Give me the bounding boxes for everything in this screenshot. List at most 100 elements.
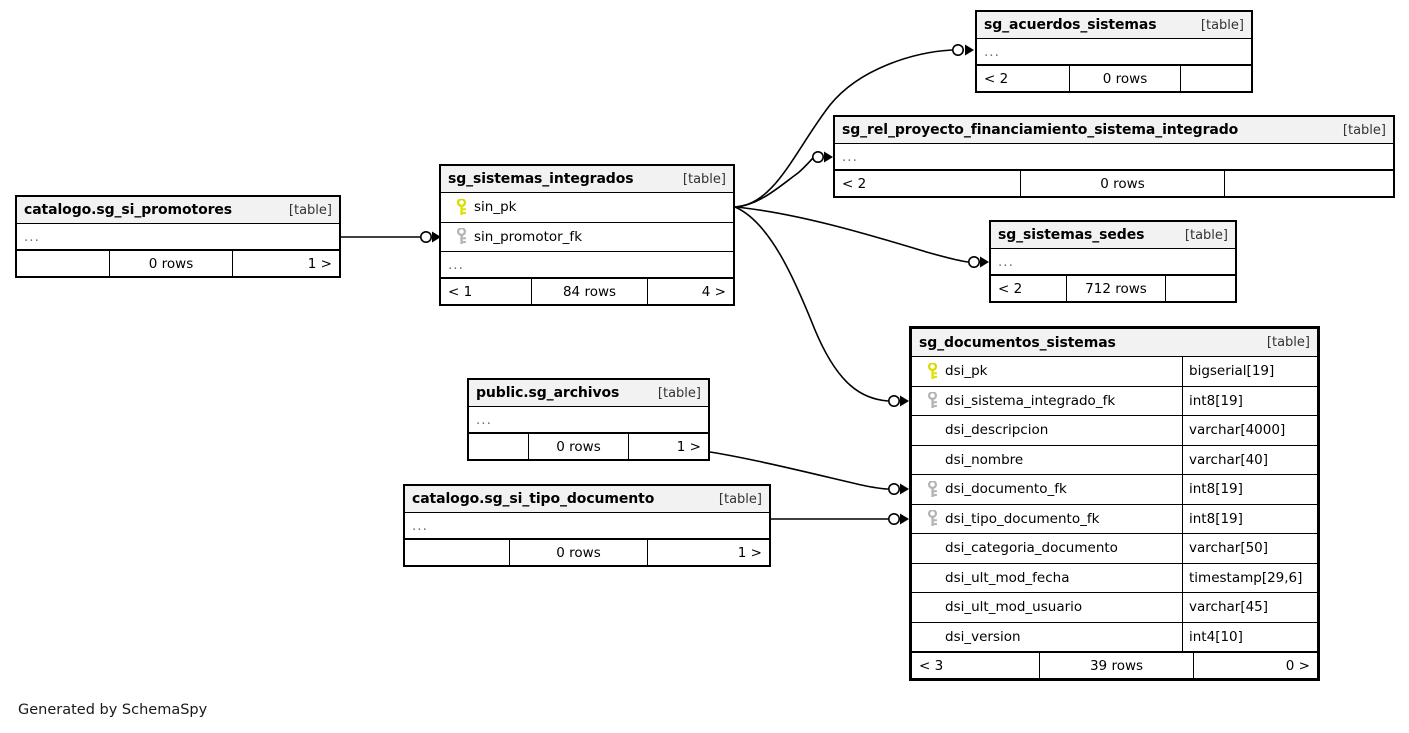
footer-rows: 0 rows bbox=[509, 540, 648, 565]
footer-children bbox=[1225, 171, 1393, 196]
column-cell: dsi_descripcion bbox=[912, 422, 1182, 438]
table-header: catalogo.sg_si_promotores [table] bbox=[17, 197, 339, 224]
endpoint-acuerdos bbox=[951, 43, 974, 56]
table-type-tag: [table] bbox=[1184, 227, 1228, 243]
endpoint-rel-proyecto bbox=[811, 151, 833, 164]
foreign-key-icon bbox=[920, 510, 945, 527]
column-name: dsi_pk bbox=[945, 363, 988, 380]
column-name: sin_promotor_fk bbox=[474, 228, 583, 245]
table-footer: 0 rows 1 > bbox=[17, 250, 339, 276]
table-footer: 0 rows 1 > bbox=[405, 539, 769, 565]
table-name: sg_acuerdos_sistemas bbox=[984, 17, 1157, 33]
table-row[interactable]: dsi_version int4[10] bbox=[912, 622, 1317, 652]
endpoint-sistemas-integrados-fk bbox=[419, 231, 441, 244]
table-sg-acuerdos-sistemas[interactable]: sg_acuerdos_sistemas [table] ... < 2 0 r… bbox=[975, 10, 1253, 93]
footer-parents: < 3 bbox=[919, 657, 944, 674]
table-name: sg_sistemas_integrados bbox=[448, 171, 634, 187]
footer-children bbox=[1166, 276, 1235, 301]
endpoint-documentos-tipo-fk bbox=[887, 512, 909, 525]
columns-ellipsis: ... bbox=[441, 252, 733, 278]
table-row[interactable]: dsi_nombre varchar[40] bbox=[912, 445, 1317, 475]
footer-rows: 39 rows bbox=[1039, 653, 1194, 678]
table-public-sg-archivos[interactable]: public.sg_archivos [table] ... 0 rows 1 … bbox=[467, 378, 710, 461]
table-sg-sistemas-integrados[interactable]: sg_sistemas_integrados [table] sin_pk bbox=[439, 164, 735, 306]
table-sg-documentos-sistemas[interactable]: sg_documentos_sistemas [table] dsi_pk bi… bbox=[909, 326, 1320, 681]
table-type-tag: [table] bbox=[657, 385, 701, 401]
table-type-tag: [table] bbox=[1342, 122, 1386, 138]
table-name: sg_sistemas_sedes bbox=[998, 227, 1145, 243]
table-catalogo-sg-si-promotores[interactable]: catalogo.sg_si_promotores [table] ... 0 … bbox=[15, 195, 341, 278]
table-row[interactable]: dsi_documento_fk int8[19] bbox=[912, 475, 1317, 505]
table-name: sg_rel_proyecto_financiamiento_sistema_i… bbox=[842, 122, 1239, 138]
table-type-tag: [table] bbox=[1266, 335, 1310, 350]
table-sg-sistemas-sedes[interactable]: sg_sistemas_sedes [table] ... < 2 712 ro… bbox=[989, 220, 1237, 303]
table-row[interactable]: dsi_sistema_integrado_fk int8[19] bbox=[912, 386, 1317, 416]
column-cell: dsi_documento_fk bbox=[912, 480, 1182, 498]
table-type-tag: [table] bbox=[682, 171, 726, 187]
table-header: sg_rel_proyecto_financiamiento_sistema_i… bbox=[835, 117, 1393, 144]
table-name: public.sg_archivos bbox=[476, 385, 620, 401]
table-header: sg_sistemas_sedes [table] bbox=[991, 222, 1235, 249]
column-type: int4[10] bbox=[1182, 622, 1317, 651]
column-name: dsi_descripcion bbox=[945, 422, 1049, 439]
table-header: sg_sistemas_integrados [table] bbox=[441, 166, 733, 193]
table-name: catalogo.sg_si_promotores bbox=[24, 202, 233, 218]
footer-rows: 712 rows bbox=[1066, 276, 1166, 301]
footer-children: 4 > bbox=[701, 283, 726, 300]
footer-parents: < 1 bbox=[448, 283, 473, 300]
column-type: int8[19] bbox=[1182, 475, 1317, 504]
table-header: public.sg_archivos [table] bbox=[469, 380, 708, 407]
columns-ellipsis: ... bbox=[17, 224, 339, 250]
footer-rows: 0 rows bbox=[1069, 66, 1181, 91]
table-sg-rel-proyecto-financiamiento-sistema-integrado[interactable]: sg_rel_proyecto_financiamiento_sistema_i… bbox=[833, 115, 1395, 198]
endpoint-documentos-sistema-fk bbox=[887, 394, 909, 407]
footer-rows: 0 rows bbox=[109, 251, 233, 276]
column-cell: sin_promotor_fk bbox=[441, 228, 733, 245]
footer-children: 1 > bbox=[307, 255, 332, 272]
table-row[interactable]: dsi_descripcion varchar[4000] bbox=[912, 416, 1317, 446]
endpoint-sedes bbox=[967, 255, 989, 268]
table-catalogo-sg-si-tipo-documento[interactable]: catalogo.sg_si_tipo_documento [table] ..… bbox=[403, 484, 771, 567]
column-name: sin_pk bbox=[474, 199, 517, 216]
table-row[interactable]: dsi_ult_mod_fecha timestamp[29,6] bbox=[912, 563, 1317, 593]
column-name: dsi_categoria_documento bbox=[945, 540, 1118, 557]
footer-children bbox=[1181, 66, 1251, 91]
column-type: varchar[4000] bbox=[1182, 416, 1317, 445]
table-name: sg_documentos_sistemas bbox=[919, 334, 1116, 351]
column-type: varchar[40] bbox=[1182, 445, 1317, 474]
table-row[interactable]: dsi_pk bigserial[19] bbox=[912, 357, 1317, 387]
footer-parents bbox=[17, 251, 109, 276]
column-cell: dsi_version bbox=[912, 629, 1182, 645]
column-name: dsi_sistema_integrado_fk bbox=[945, 392, 1116, 409]
footer-rows: 0 rows bbox=[1020, 171, 1225, 196]
column-name: dsi_documento_fk bbox=[945, 481, 1067, 498]
table-row[interactable]: dsi_tipo_documento_fk int8[19] bbox=[912, 504, 1317, 534]
footer-parents bbox=[405, 540, 509, 565]
column-name: dsi_ult_mod_usuario bbox=[945, 599, 1083, 616]
foreign-key-icon bbox=[920, 480, 945, 498]
table-row[interactable]: sin_promotor_fk bbox=[441, 223, 733, 252]
table-row[interactable]: sin_pk bbox=[441, 193, 733, 223]
footer-children: 0 > bbox=[1285, 657, 1310, 674]
column-name: dsi_version bbox=[945, 628, 1021, 645]
column-type: varchar[50] bbox=[1182, 534, 1317, 563]
column-name: dsi_nombre bbox=[945, 451, 1024, 468]
column-cell: sin_pk bbox=[441, 198, 733, 216]
columns-ellipsis: ... bbox=[991, 249, 1235, 275]
column-cell: dsi_tipo_documento_fk bbox=[912, 510, 1182, 527]
table-name: catalogo.sg_si_tipo_documento bbox=[412, 491, 655, 507]
columns-ellipsis: ... bbox=[977, 39, 1251, 65]
column-name: dsi_tipo_documento_fk bbox=[945, 510, 1100, 527]
table-header: sg_acuerdos_sistemas [table] bbox=[977, 12, 1251, 39]
table-row[interactable]: dsi_ult_mod_usuario varchar[45] bbox=[912, 593, 1317, 623]
footer-parents: < 2 bbox=[842, 175, 867, 192]
table-type-tag: [table] bbox=[288, 202, 332, 218]
table-row[interactable]: dsi_categoria_documento varchar[50] bbox=[912, 534, 1317, 564]
table-header: sg_documentos_sistemas [table] bbox=[912, 329, 1317, 357]
column-cell: dsi_nombre bbox=[912, 452, 1182, 468]
column-cell: dsi_ult_mod_fecha bbox=[912, 570, 1182, 586]
footer-parents bbox=[469, 434, 528, 459]
table-footer: 0 rows 1 > bbox=[469, 433, 708, 459]
edge-sistemas-to-documentos bbox=[734, 206, 889, 402]
